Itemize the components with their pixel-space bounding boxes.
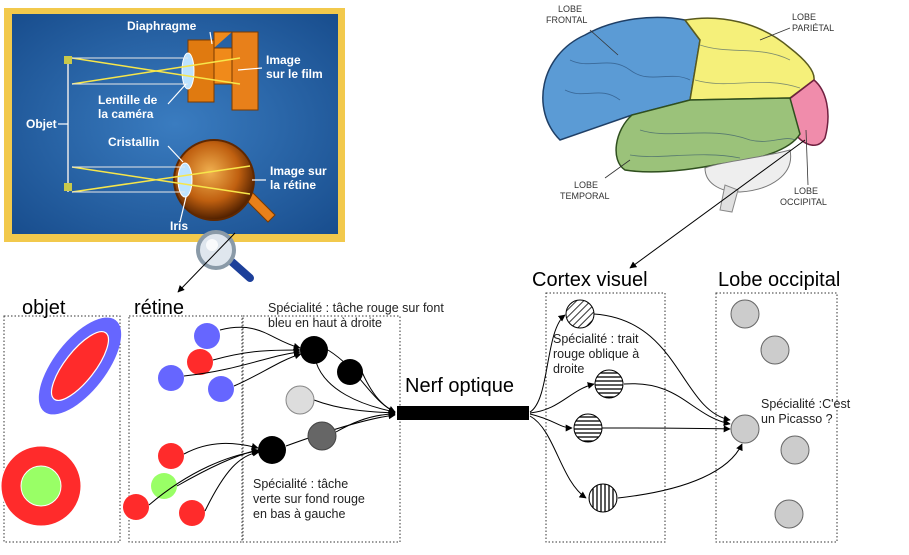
lobe-parietal-label-2: PARIÉTAL bbox=[792, 23, 834, 33]
eye-illustration bbox=[71, 139, 276, 223]
neuron-blue bbox=[158, 365, 184, 391]
lobe-occipital-label-1: LOBE bbox=[794, 186, 818, 196]
camera-illustration bbox=[71, 31, 259, 111]
lobe-frontal-label-2: FRONTAL bbox=[546, 15, 587, 25]
lobe-occipital-label-2: OCCIPITAL bbox=[780, 197, 827, 207]
retina-neurons bbox=[123, 323, 234, 526]
camera-eye-panel: Diaphragme Image sur le film Lentille de… bbox=[4, 8, 345, 242]
lentille-label-1: Lentille de bbox=[98, 93, 158, 107]
neuron-red bbox=[123, 494, 149, 520]
cortex-title: Cortex visuel bbox=[532, 269, 648, 291]
spec-bottom-2: verte sur fond rouge bbox=[253, 492, 365, 506]
neuron-gray bbox=[730, 414, 760, 444]
image-film-label-1: Image bbox=[266, 53, 301, 67]
lobe-temporal-label-1: LOBE bbox=[574, 180, 598, 190]
objet-camera-label: Objet bbox=[26, 117, 57, 131]
green-disc bbox=[20, 465, 62, 507]
spec-cortex-1: Spécialité : trait bbox=[553, 332, 639, 346]
lobe-frontal-label-1: LOBE bbox=[558, 4, 582, 14]
neuron-blue bbox=[208, 376, 234, 402]
neuron-vertical-hatch bbox=[588, 483, 618, 513]
object-shapes bbox=[0, 317, 122, 527]
neuron-red bbox=[187, 349, 213, 375]
magnifier-icon bbox=[196, 230, 254, 282]
spec-cortex-3: droite bbox=[553, 362, 584, 376]
neuron-gray bbox=[760, 335, 790, 365]
neuron-green bbox=[151, 473, 177, 499]
image-film-label-2: sur le film bbox=[266, 67, 323, 81]
neuron-black bbox=[300, 336, 328, 364]
spec-top-1: Spécialité : tâche rouge sur font bbox=[268, 301, 444, 315]
nerf-optique-label: Nerf optique bbox=[405, 375, 514, 397]
cortex-neurons bbox=[565, 299, 624, 513]
occipital-neurons bbox=[730, 299, 810, 529]
neuron-gray bbox=[730, 299, 760, 329]
occipital-title: Lobe occipital bbox=[718, 269, 840, 291]
spec-bottom-3: en bas à gauche bbox=[253, 507, 345, 521]
iris-label: Iris bbox=[170, 219, 188, 233]
neuron-red bbox=[179, 500, 205, 526]
neuron-diagonal-hatch bbox=[565, 299, 595, 329]
cristallin-label: Cristallin bbox=[108, 135, 159, 149]
neuron-darkgray bbox=[307, 421, 337, 451]
diaphragme-label: Diaphragme bbox=[127, 19, 197, 33]
neuron-blue bbox=[194, 323, 220, 349]
lobe-temporal-label-2: TEMPORAL bbox=[560, 191, 610, 201]
neuron-horizontal-hatch bbox=[594, 369, 624, 399]
neuron-gray bbox=[780, 435, 810, 465]
optic-nerve bbox=[397, 406, 529, 420]
objet-title: objet bbox=[22, 297, 66, 319]
neuron-gray bbox=[774, 499, 804, 529]
neuron-horizontal-hatch bbox=[573, 413, 603, 443]
intermediate-neurons bbox=[258, 336, 363, 464]
spec-cortex-2: rouge oblique à bbox=[553, 347, 639, 361]
neuron-gray bbox=[285, 385, 315, 415]
red-ellipse bbox=[50, 331, 110, 401]
neuron-black bbox=[337, 359, 363, 385]
spec-top-2: bleu en haut à droite bbox=[268, 316, 382, 330]
specialty-texts: Spécialité : tâche rouge sur font bleu e… bbox=[253, 301, 851, 521]
connections bbox=[148, 139, 806, 512]
section-titles: objet rétine Cortex visuel Lobe occipita… bbox=[22, 269, 840, 319]
retine-title: rétine bbox=[134, 297, 184, 319]
brain-illustration: LOBE FRONTAL LOBE PARIÉTAL LOBE TEMPORAL… bbox=[542, 4, 834, 213]
spec-picasso-1: Spécialité :C'est bbox=[761, 397, 851, 411]
neuron-black bbox=[258, 436, 286, 464]
lobe-parietal-label-1: LOBE bbox=[792, 12, 816, 22]
lentille-label-2: la caméra bbox=[98, 107, 154, 121]
neuron-red bbox=[158, 443, 184, 469]
spec-picasso-2: un Picasso ? bbox=[761, 412, 833, 426]
dotted-boxes bbox=[3, 292, 838, 543]
image-retine-label-2: la rétine bbox=[270, 178, 316, 192]
image-retine-label-1: Image sur bbox=[270, 164, 327, 178]
spec-bottom-1: Spécialité : tâche bbox=[253, 477, 348, 491]
